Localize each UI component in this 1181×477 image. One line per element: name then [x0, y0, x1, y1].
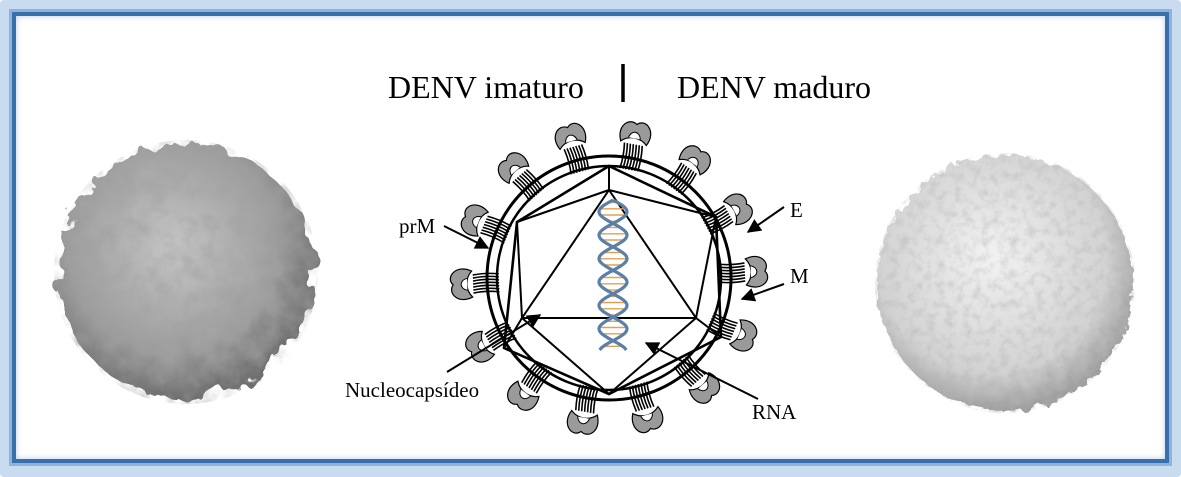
title-mature: DENV maduro: [677, 69, 871, 105]
label-e-group: E: [748, 198, 803, 232]
prm-e-spike: [614, 119, 653, 172]
rna-helix: [599, 200, 627, 350]
prm-e-spike: [718, 256, 768, 289]
arrow-nucleocapsid: [447, 315, 540, 372]
mature-virus-image: [873, 151, 1137, 415]
label-prm: prM: [399, 214, 435, 238]
prm-e-spike: [462, 316, 519, 366]
label-m: M: [790, 264, 809, 288]
prm-e-spike: [565, 383, 604, 436]
arrow-e: [748, 207, 784, 232]
label-rna: RNA: [752, 400, 797, 424]
prm-e-spike: [661, 141, 714, 198]
title-immature: DENV imaturo: [388, 69, 584, 105]
immature-virus-image: [50, 136, 322, 408]
virion-schematic: [450, 119, 768, 436]
prm-e-spike: [450, 267, 500, 300]
label-e: E: [790, 198, 803, 222]
prm-e-spike: [457, 201, 514, 248]
label-nucleocapsid: Nucleocapsídeo: [345, 378, 479, 402]
